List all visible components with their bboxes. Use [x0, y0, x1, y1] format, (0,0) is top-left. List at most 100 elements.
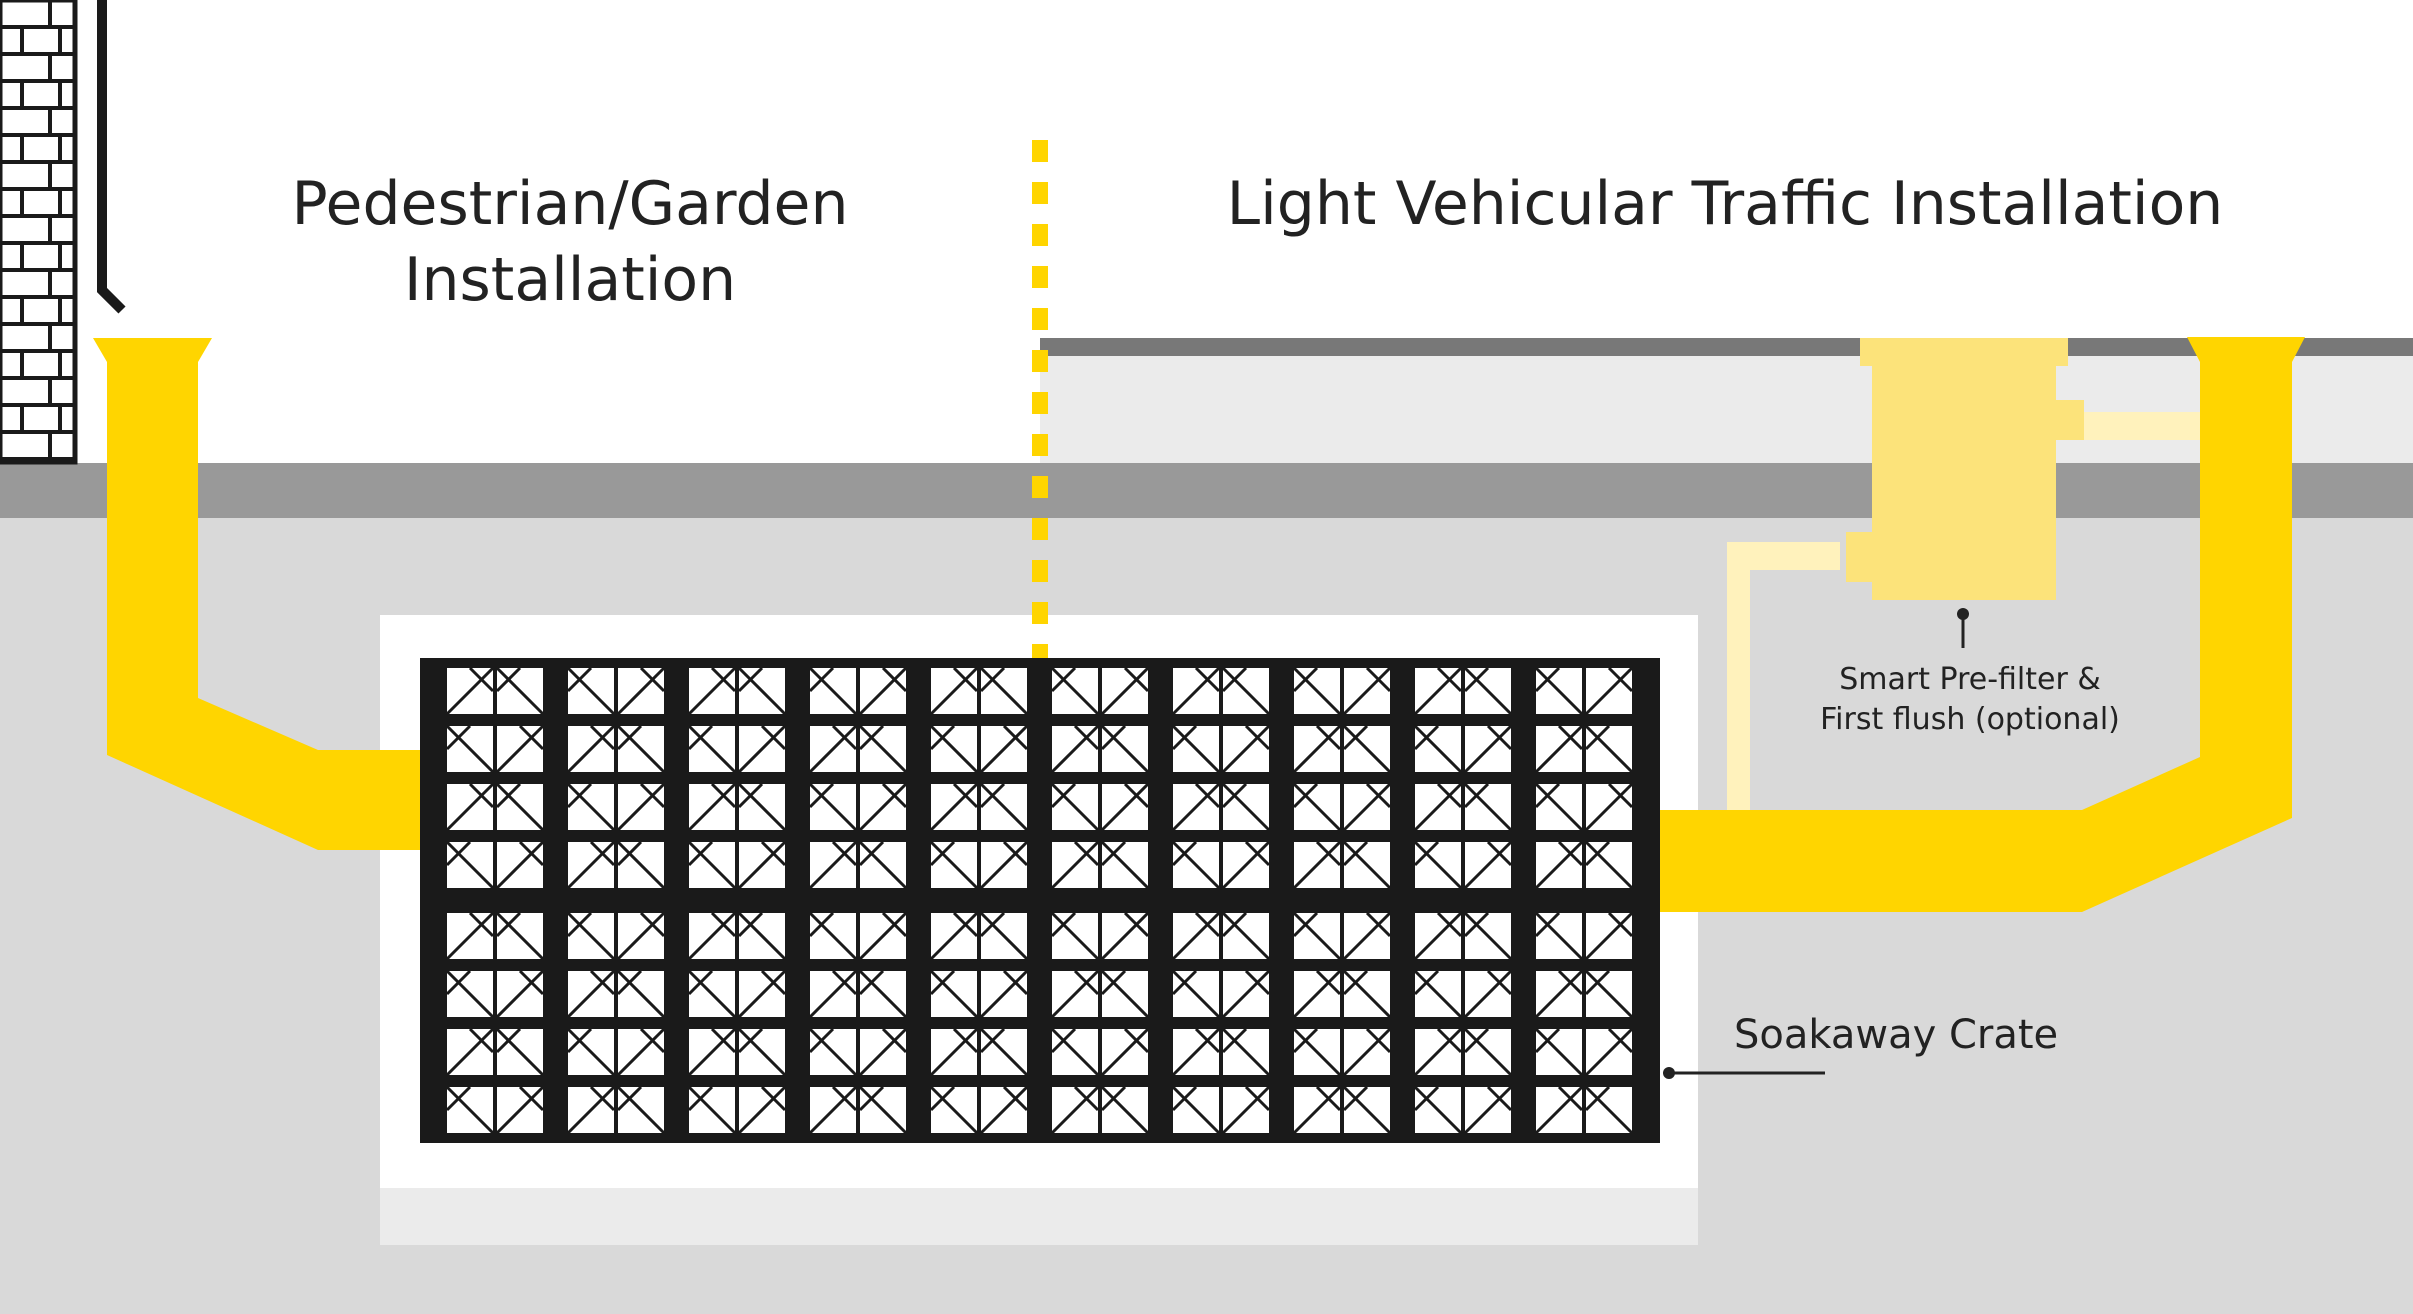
- crate-cell: [1292, 1027, 1392, 1077]
- crate-cell: [1534, 969, 1634, 1019]
- crate-cell: [929, 1027, 1029, 1077]
- crate-cell: [566, 840, 666, 890]
- crate-cell: [1534, 911, 1634, 961]
- road-sub-base: [1040, 356, 2413, 463]
- crate-cell: [1171, 969, 1271, 1019]
- crate-cell: [687, 666, 787, 716]
- crate-cell: [1171, 1085, 1271, 1135]
- crate-cell: [566, 1085, 666, 1135]
- road-surface: [1040, 338, 2413, 356]
- crate-cell: [566, 969, 666, 1019]
- prefilter-callout-leader: [1957, 608, 1969, 648]
- crate-cell: [1413, 840, 1513, 890]
- crate-cell: [1413, 969, 1513, 1019]
- pedestrian-garden-heading: Pedestrian/Garden Installation: [220, 166, 920, 318]
- crate-cell: [1534, 840, 1634, 890]
- crate-cell: [929, 666, 1029, 716]
- crate-bedding: [380, 1188, 1698, 1245]
- crate-cell: [687, 724, 787, 774]
- crate-cell: [808, 666, 908, 716]
- prefilter-outlet-down: [1727, 542, 1840, 810]
- crate-cell: [808, 911, 908, 961]
- crate-cell: [929, 782, 1029, 832]
- crate-cell: [445, 969, 545, 1019]
- crate-cell: [1050, 911, 1150, 961]
- prefilter-label-line-2: First flush (optional): [1820, 702, 2120, 737]
- prefilter-label: Smart Pre-filter & First flush (optional…: [1710, 660, 2230, 740]
- crate-cell: [1292, 969, 1392, 1019]
- crate-cell: [1292, 724, 1392, 774]
- crate-cell: [1171, 724, 1271, 774]
- crate-cell: [808, 1027, 908, 1077]
- crate-cell: [1171, 840, 1271, 890]
- light-vehicular-heading: Light Vehicular Traffic Installation: [1226, 169, 2224, 239]
- crate-callout-leader: [1663, 1067, 1825, 1079]
- crate-cell: [1534, 1027, 1634, 1077]
- crate-cell: [687, 969, 787, 1019]
- crate-cell: [566, 1027, 666, 1077]
- crate-cell: [445, 782, 545, 832]
- crate-cell: [1292, 911, 1392, 961]
- crate-cell: [1292, 782, 1392, 832]
- crate-cell: [929, 911, 1029, 961]
- crate-cell: [1413, 1085, 1513, 1135]
- crate-cell: [1050, 840, 1150, 890]
- crate-cell: [808, 1085, 908, 1135]
- crate-cell: [445, 666, 545, 716]
- crate-cell: [687, 911, 787, 961]
- downpipe-icon: [97, 0, 126, 314]
- brick-wall-icon: [0, 0, 78, 465]
- crate-cell: [808, 724, 908, 774]
- crate-cell: [445, 1027, 545, 1077]
- dot-leader-icon: [1957, 608, 1969, 620]
- crate-cell: [808, 782, 908, 832]
- crate-cell: [1534, 782, 1634, 832]
- crate-cell: [1050, 782, 1150, 832]
- crate-cell: [808, 969, 908, 1019]
- crate-cell: [566, 782, 666, 832]
- crate-cell: [445, 840, 545, 890]
- left-inlet-funnel: [93, 338, 212, 362]
- crate-cell: [1050, 1027, 1150, 1077]
- right-outlet-pipe: [1660, 362, 2292, 912]
- crate-cell: [687, 1085, 787, 1135]
- prefilter-label-line-1: Smart Pre-filter &: [1839, 662, 2101, 697]
- crate-cell: [1413, 666, 1513, 716]
- crate-cell: [808, 840, 908, 890]
- crate-cell: [445, 1085, 545, 1135]
- crate-cell: [445, 724, 545, 774]
- crate-cell: [1050, 724, 1150, 774]
- crate-cell: [1171, 911, 1271, 961]
- crate-cell: [1171, 1027, 1271, 1077]
- pedestrian-garden-heading-line-1: Pedestrian/Garden: [291, 169, 849, 239]
- crate-cell: [1413, 782, 1513, 832]
- right-outlet-funnel: [2187, 337, 2305, 362]
- crate-cell: [929, 840, 1029, 890]
- crate-cell: [1050, 666, 1150, 716]
- prefilter-outlet-right: [2078, 412, 2200, 440]
- crate-cell: [1292, 840, 1392, 890]
- crate-cell: [929, 724, 1029, 774]
- crate-cell: [1534, 1085, 1634, 1135]
- crate-cell: [566, 911, 666, 961]
- soakaway-crate-label: Soakaway Crate: [1734, 1012, 2059, 1058]
- crate-cell: [1534, 666, 1634, 716]
- crate-cell: [1413, 911, 1513, 961]
- crate-cell: [1171, 666, 1271, 716]
- crate-cell: [1413, 724, 1513, 774]
- crate-cell: [929, 1085, 1029, 1135]
- pedestrian-garden-heading-line-2: Installation: [403, 245, 737, 315]
- crate-cell: [1050, 1085, 1150, 1135]
- crate-cell: [687, 1027, 787, 1077]
- crate-cell: [687, 782, 787, 832]
- left-inlet-pipe: [107, 362, 420, 850]
- crate-cell: [929, 969, 1029, 1019]
- crate-cell: [566, 666, 666, 716]
- crate-cell: [445, 911, 545, 961]
- crate-cell: [1534, 724, 1634, 774]
- soakaway-crate: [420, 658, 1660, 1143]
- crate-cell: [566, 724, 666, 774]
- crate-cell: [1171, 782, 1271, 832]
